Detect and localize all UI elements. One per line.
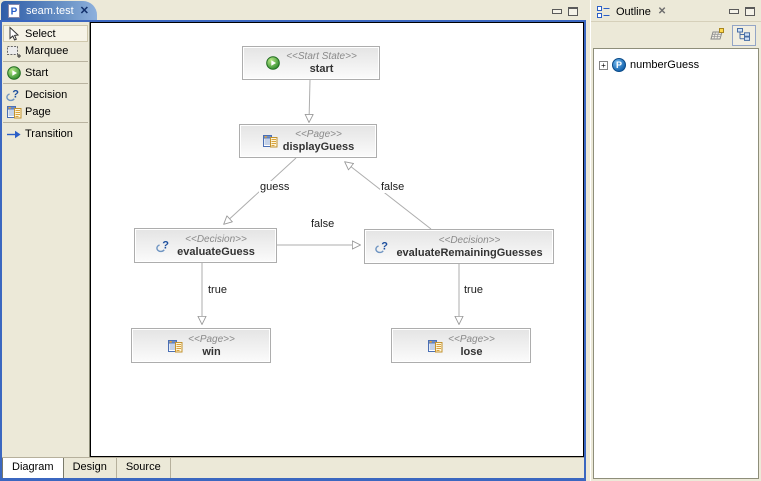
- palette-item-page[interactable]: Page: [3, 103, 88, 120]
- node-stereotype: <<Page>>: [448, 333, 495, 345]
- node-name: displayGuess: [282, 141, 355, 153]
- decision-icon: [6, 87, 22, 103]
- editor-frame: Select Marquee Start Decision: [0, 20, 586, 481]
- palette-item-label: Decision: [25, 88, 68, 101]
- palette-divider: [3, 61, 88, 62]
- palette-item-label: Marquee: [25, 44, 69, 57]
- overview-diagram-icon: [709, 27, 725, 43]
- node-win[interactable]: <<Page>> win: [131, 328, 271, 363]
- page-icon: [167, 338, 183, 354]
- outline-window-controls: [729, 7, 755, 16]
- palette-item-label: Page: [25, 105, 51, 118]
- node-evaluateGuess[interactable]: <<Decision>> evaluateGuess: [134, 228, 277, 263]
- edge-label-true-right[interactable]: true: [463, 284, 484, 296]
- decision-icon: [375, 239, 391, 255]
- outline-toolbar: [591, 22, 761, 48]
- node-stereotype: <<Decision>>: [438, 234, 501, 246]
- tree-item-numberGuess[interactable]: + numberGuess: [594, 49, 758, 73]
- editor-body: Select Marquee Start Decision: [2, 22, 584, 457]
- start-state-icon: [6, 65, 22, 81]
- node-name: win: [202, 345, 221, 358]
- diagram-canvas[interactable]: guess false false true true <<Start Stat…: [90, 22, 584, 457]
- pageflow-node-icon: [611, 57, 627, 73]
- marquee-icon: [6, 43, 22, 59]
- tool-palette: Select Marquee Start Decision: [2, 22, 90, 457]
- node-stereotype: <<Start State>>: [286, 51, 357, 62]
- outline-title: Outline: [616, 5, 651, 18]
- editor-mode-tabs: Diagram Design Source: [2, 457, 584, 478]
- node-name: lose: [460, 345, 483, 358]
- node-stereotype: <<Decision>>: [185, 233, 247, 245]
- node-name: evaluateGuess: [177, 245, 255, 258]
- node-name: start: [309, 63, 334, 75]
- pageflow-file-icon: [6, 3, 22, 19]
- editor-tab-title: seam.test: [26, 4, 74, 17]
- palette-item-marquee[interactable]: Marquee: [3, 42, 88, 59]
- outline-titlebar[interactable]: Outline ✕: [591, 0, 761, 22]
- maximize-icon[interactable]: [568, 7, 578, 16]
- palette-item-decision[interactable]: Decision: [3, 86, 88, 103]
- tree-mode-button[interactable]: [732, 24, 756, 46]
- palette-item-label: Transition: [25, 127, 73, 140]
- page-icon: [262, 133, 278, 149]
- edge-label-true-left[interactable]: true: [207, 284, 228, 296]
- decision-icon: [156, 238, 172, 254]
- edge-evaluateRemainingGuesses-displayGuess[interactable]: [345, 162, 432, 230]
- editor-window-controls: [552, 7, 586, 20]
- palette-divider: [3, 122, 88, 123]
- editor-tab-seam-test[interactable]: seam.test ✕: [1, 1, 97, 20]
- tab-design[interactable]: Design: [64, 458, 117, 478]
- expand-toggle[interactable]: +: [599, 60, 608, 70]
- tree-item-label: numberGuess: [630, 59, 700, 71]
- outline-view-icon: [596, 4, 612, 20]
- edges-layer: [91, 79, 584, 457]
- select-cursor-icon: [6, 26, 22, 42]
- transition-arrow-icon: [6, 126, 22, 142]
- node-name: evaluateRemainingGuesses: [396, 246, 543, 259]
- node-lose[interactable]: <<Page>> lose: [391, 328, 531, 363]
- node-stereotype: <<Page>>: [295, 129, 342, 140]
- palette-item-select[interactable]: Select: [3, 25, 88, 42]
- node-start[interactable]: <<Start State>> start: [242, 46, 380, 80]
- editor-tabbar: seam.test ✕: [0, 0, 586, 20]
- tab-source[interactable]: Source: [117, 458, 171, 478]
- tab-diagram[interactable]: Diagram: [2, 458, 64, 478]
- page-icon: [427, 338, 443, 354]
- node-evaluateRemainingGuesses[interactable]: <<Decision>> evaluateRemainingGuesses: [364, 229, 554, 264]
- outline-tree[interactable]: + numberGuess: [593, 48, 759, 479]
- palette-item-label: Start: [25, 66, 49, 79]
- palette-item-transition[interactable]: Transition: [3, 125, 88, 142]
- minimize-icon[interactable]: [729, 9, 739, 14]
- editor-tab-close-icon[interactable]: ✕: [79, 5, 89, 17]
- edge-label-false-middle[interactable]: false: [310, 218, 336, 230]
- page-icon: [6, 104, 22, 120]
- outline-close-icon[interactable]: ✕: [657, 6, 667, 17]
- maximize-icon[interactable]: [745, 7, 755, 16]
- overview-mode-button[interactable]: [705, 25, 729, 46]
- edge-label-false-upper[interactable]: false: [380, 181, 406, 193]
- palette-item-label: Select: [25, 27, 56, 40]
- outline-view: Outline ✕ + numberGuess: [590, 0, 761, 481]
- node-stereotype: <<Page>>: [188, 333, 235, 345]
- minimize-icon[interactable]: [552, 9, 562, 14]
- palette-divider: [3, 83, 88, 84]
- tree-view-icon: [736, 27, 752, 43]
- node-displayGuess[interactable]: <<Page>> displayGuess: [239, 124, 377, 158]
- palette-item-start[interactable]: Start: [3, 64, 88, 81]
- start-state-icon: [265, 55, 281, 71]
- edge-label-guess[interactable]: guess: [259, 181, 291, 193]
- editor-area: seam.test ✕ Select Marquee: [0, 0, 586, 481]
- edge-start-displayGuess[interactable]: [309, 79, 310, 122]
